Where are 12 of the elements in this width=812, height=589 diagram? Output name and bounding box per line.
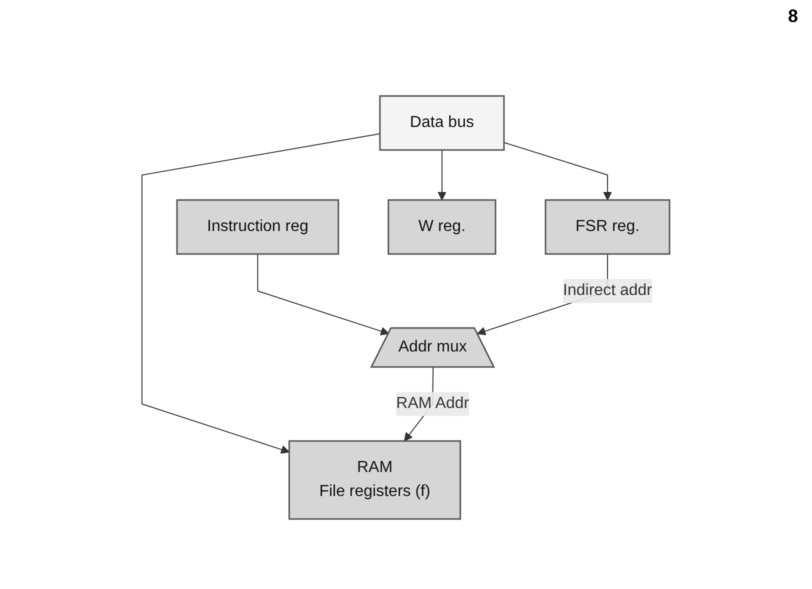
node-box: RAM File registers (f) <box>288 440 462 520</box>
node-box: Data bus <box>379 95 505 151</box>
edge-label: Indirect addr <box>563 282 652 299</box>
arrow <box>257 254 390 336</box>
edge-label: RAM Addr <box>396 395 470 412</box>
node-box: FSR reg. <box>545 199 671 255</box>
arrow <box>438 150 447 200</box>
node-box: Instruction reg <box>176 199 340 255</box>
node-box: W reg. <box>388 199 496 255</box>
arrow <box>142 133 381 454</box>
arrow <box>504 142 612 200</box>
bus-width-label: 8 <box>788 6 798 26</box>
